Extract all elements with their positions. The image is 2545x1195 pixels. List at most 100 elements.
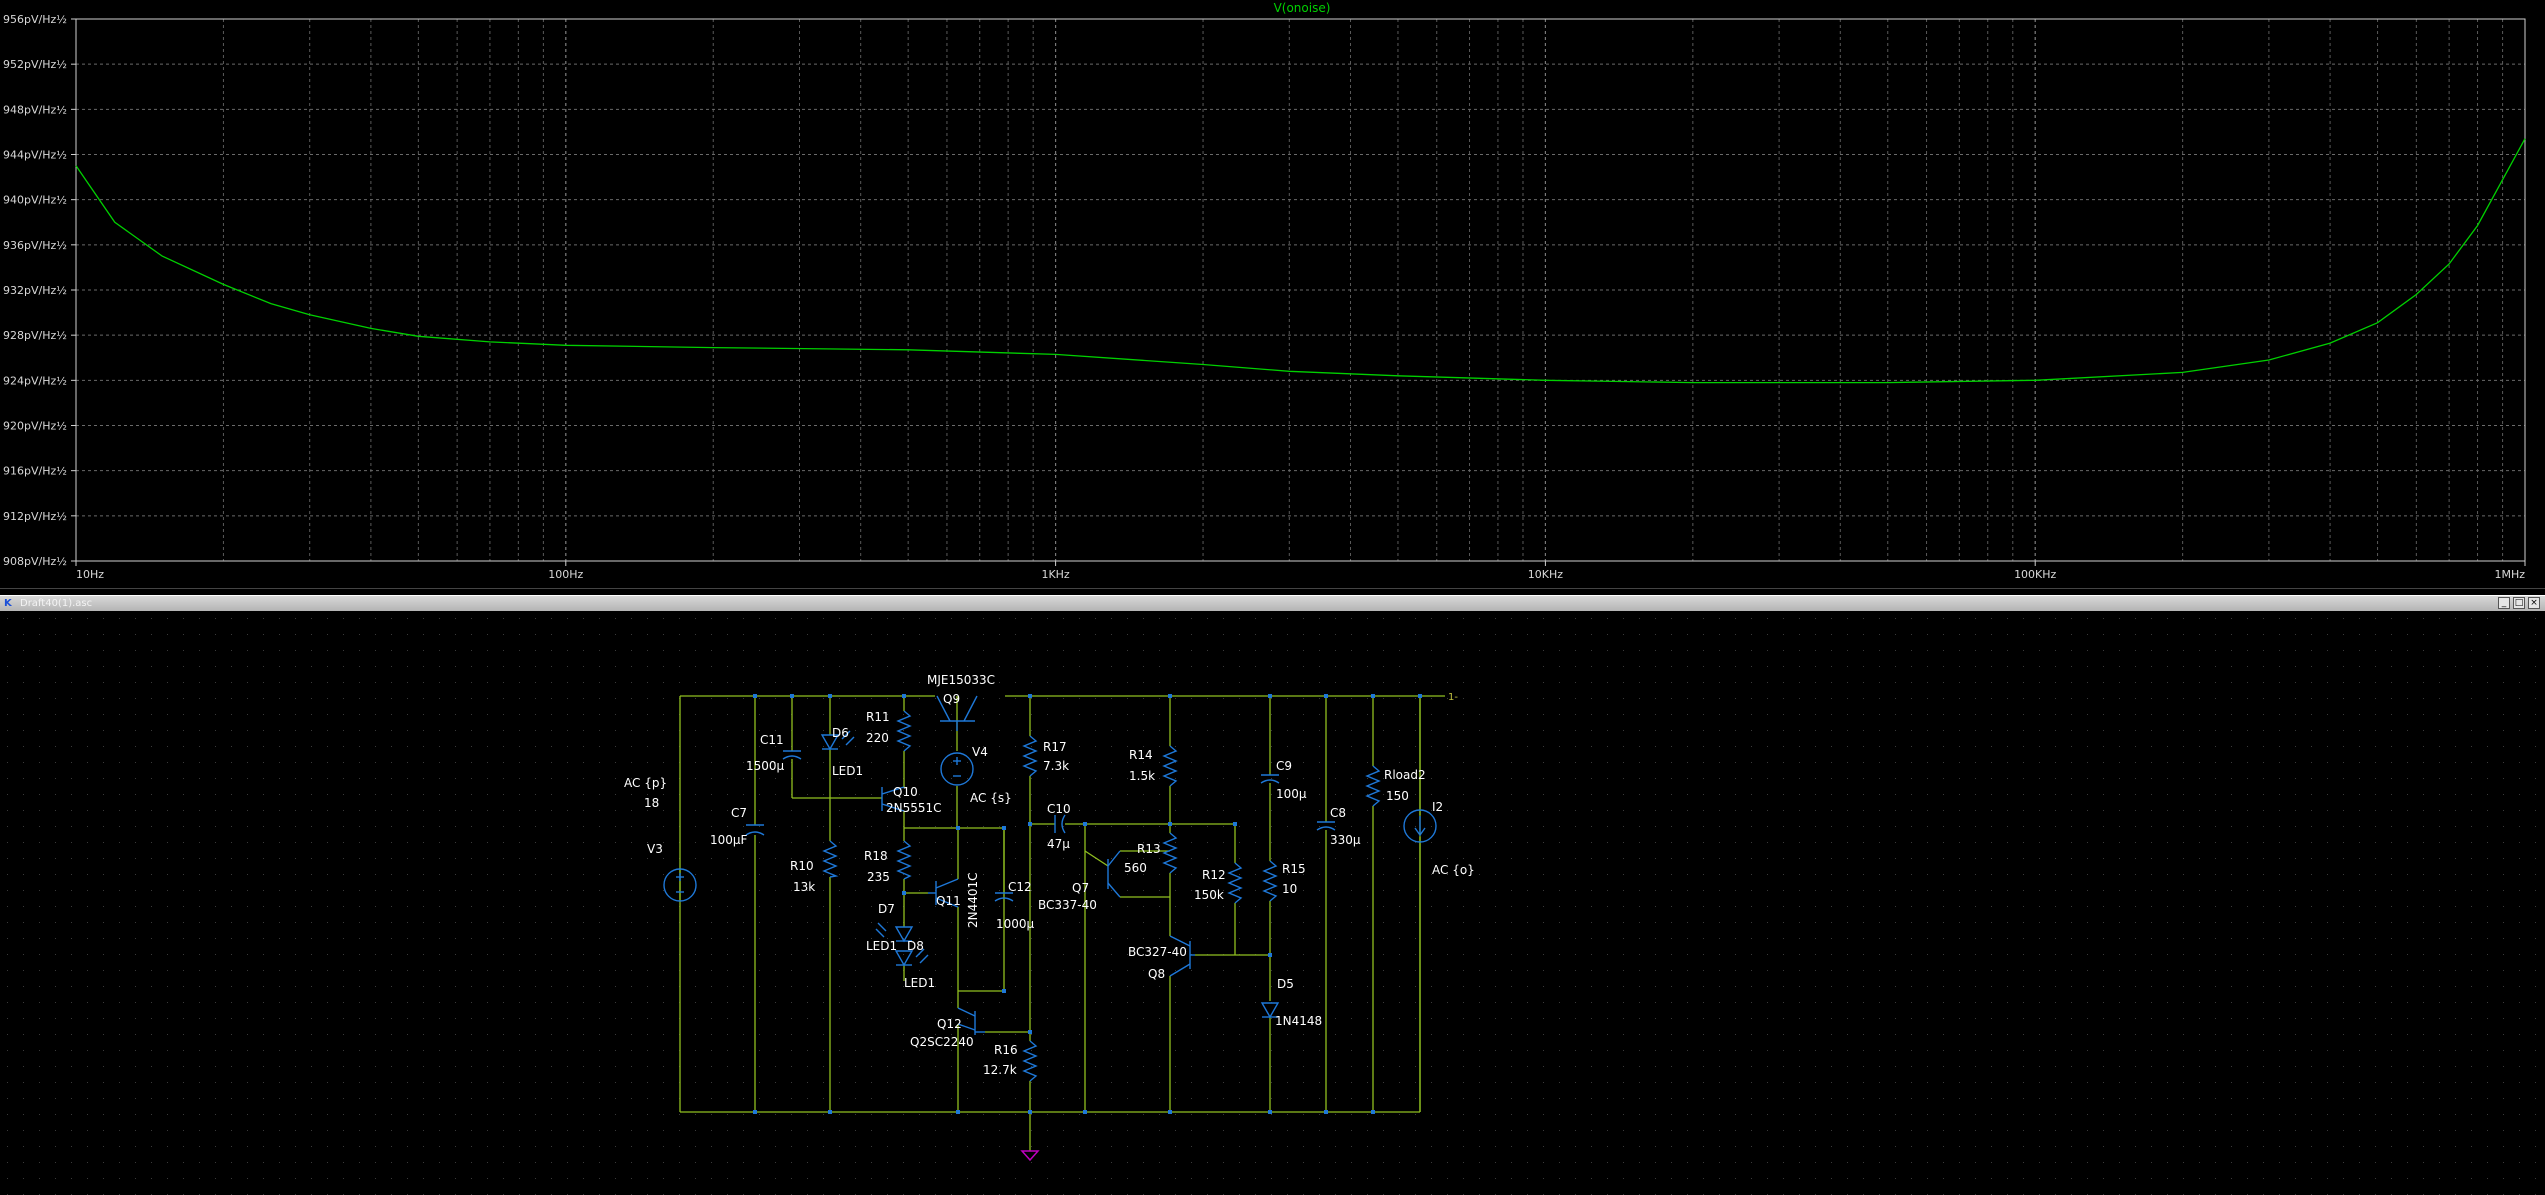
r15-symbol <box>1262 860 1278 902</box>
q7-type-label[interactable]: BC337-40 <box>1038 898 1097 912</box>
c8-name-label[interactable]: C8 <box>1330 806 1346 820</box>
d7-led-symbol <box>894 926 914 943</box>
schematic-editor[interactable]: MJE15033C Q9 R11 220 C11 1500µ D6 LED1 V… <box>0 611 2545 1195</box>
r17-symbol <box>1022 735 1038 777</box>
r17-name-label[interactable]: R17 <box>1043 740 1067 754</box>
r15-value-label[interactable]: 10 <box>1282 882 1297 896</box>
c10-name-label[interactable]: C10 <box>1047 802 1071 816</box>
d7-type-label[interactable]: LED1 <box>866 939 897 953</box>
wires[interactable] <box>679 695 1445 1151</box>
c11-value-label[interactable]: 1500µ <box>746 759 785 773</box>
ground-symbol[interactable] <box>1020 1150 1040 1162</box>
c12-name-label[interactable]: C12 <box>1008 880 1032 894</box>
schematic-canvas[interactable]: MJE15033C Q9 R11 220 C11 1500µ D6 LED1 V… <box>0 611 2545 1195</box>
q9-type-label[interactable]: MJE15033C <box>927 673 995 687</box>
r12-symbol <box>1227 862 1243 904</box>
q10-name-label[interactable]: Q10 <box>893 785 918 799</box>
trace-v-onoise[interactable] <box>75 138 2526 384</box>
y-tick-label: 916pV/Hz½ <box>3 465 67 478</box>
v3-source-symbol <box>663 868 697 902</box>
maximize-button[interactable]: □ <box>2513 597 2525 609</box>
r13-symbol <box>1162 832 1178 874</box>
d8-type-label[interactable]: LED1 <box>904 976 935 990</box>
v3-name-label[interactable]: V3 <box>647 842 663 856</box>
pane-divider[interactable] <box>0 588 2545 596</box>
y-tick-label: 928pV/Hz½ <box>3 329 67 342</box>
rload2-value-label[interactable]: 150 <box>1386 789 1409 803</box>
d7-name-label[interactable]: D7 <box>878 902 895 916</box>
x-tick-label: 1KHz <box>1041 568 1069 581</box>
q7-name-label[interactable]: Q7 <box>1072 881 1089 895</box>
c11-name-label[interactable]: C11 <box>760 733 784 747</box>
c10-value-label[interactable]: 47µ <box>1047 837 1070 851</box>
components[interactable] <box>663 695 1437 1082</box>
net-label[interactable]: 1- <box>1448 692 1458 703</box>
c9-name-label[interactable]: C9 <box>1276 759 1292 773</box>
y-tick-label: 924pV/Hz½ <box>3 374 67 387</box>
r18-name-label[interactable]: R18 <box>864 849 888 863</box>
rload2-name-label[interactable]: Rload2 <box>1384 768 1426 782</box>
d6-type-label[interactable]: LED1 <box>832 764 863 778</box>
q12-type-label[interactable]: Q2SC2240 <box>910 1035 974 1049</box>
q11-name-label[interactable]: Q11 <box>936 894 961 908</box>
r17-value-label[interactable]: 7.3k <box>1043 759 1069 773</box>
r11-name-label[interactable]: R11 <box>866 710 890 724</box>
r10-value-label[interactable]: 13k <box>793 880 815 894</box>
i2-value-label[interactable]: AC {o} <box>1432 863 1475 877</box>
c12-value-label[interactable]: 1000µ <box>996 917 1035 931</box>
y-tick-label: 912pV/Hz½ <box>3 510 67 523</box>
x-tick-label: 100Hz <box>548 568 583 581</box>
r12-value-label[interactable]: 150k <box>1194 888 1224 902</box>
y-tick-label: 940pV/Hz½ <box>3 194 67 207</box>
i2-name-label[interactable]: I2 <box>1432 800 1443 814</box>
q9-name-label[interactable]: Q9 <box>943 692 960 706</box>
r16-name-label[interactable]: R16 <box>994 1043 1018 1057</box>
schematic-title-bar[interactable]: K Draft40(1).asc _ □ × <box>0 595 2545 612</box>
d8-led-symbol <box>894 950 914 967</box>
v4-value-label[interactable]: AC {s} <box>970 791 1012 805</box>
y-axis-ticks: 956pV/Hz½952pV/Hz½948pV/Hz½944pV/Hz½940p… <box>3 13 76 568</box>
q8-name-label[interactable]: Q8 <box>1148 967 1165 981</box>
trace-label[interactable]: V(onoise) <box>1274 1 1331 15</box>
v4-source-symbol <box>940 752 974 786</box>
v3-dc-label[interactable]: 18 <box>644 796 659 810</box>
r12-name-label[interactable]: R12 <box>1202 868 1226 882</box>
r14-value-label[interactable]: 1.5k <box>1129 769 1155 783</box>
c8-value-label[interactable]: 330µ <box>1330 833 1361 847</box>
y-tick-label: 948pV/Hz½ <box>3 103 67 116</box>
y-tick-label: 908pV/Hz½ <box>3 555 67 568</box>
minimize-button[interactable]: _ <box>2498 597 2510 609</box>
d6-name-label[interactable]: D6 <box>832 726 849 740</box>
x-tick-label: 100KHz <box>2014 568 2056 581</box>
q8-type-label[interactable]: BC327-40 <box>1128 945 1187 959</box>
v3-ac-label[interactable]: AC {p} <box>624 776 667 790</box>
q11-type-label[interactable]: 2N4401C <box>966 872 980 928</box>
r11-value-label[interactable]: 220 <box>866 731 889 745</box>
r14-name-label[interactable]: R14 <box>1129 748 1153 762</box>
y-tick-label: 944pV/Hz½ <box>3 149 67 162</box>
close-button[interactable]: × <box>2528 597 2540 609</box>
y-tick-label: 932pV/Hz½ <box>3 284 67 297</box>
r10-name-label[interactable]: R10 <box>790 859 814 873</box>
v4-name-label[interactable]: V4 <box>972 745 988 759</box>
q10-type-label[interactable]: 2N5551C <box>886 801 942 815</box>
d5-name-label[interactable]: D5 <box>1277 977 1294 991</box>
c7-value-label[interactable]: 100µF <box>710 833 748 847</box>
r15-name-label[interactable]: R15 <box>1282 862 1306 876</box>
y-tick-label: 920pV/Hz½ <box>3 420 67 433</box>
d5-type-label[interactable]: 1N4148 <box>1275 1014 1322 1028</box>
c7-name-label[interactable]: C7 <box>731 806 747 820</box>
c9-value-label[interactable]: 100µ <box>1276 787 1307 801</box>
r13-value-label[interactable]: 560 <box>1124 861 1147 875</box>
r18-value-label[interactable]: 235 <box>867 870 890 884</box>
r16-value-label[interactable]: 12.7k <box>983 1063 1017 1077</box>
x-tick-label: 10KHz <box>1528 568 1563 581</box>
y-tick-label: 936pV/Hz½ <box>3 239 67 252</box>
q12-name-label[interactable]: Q12 <box>937 1017 962 1031</box>
r13-name-label[interactable]: R13 <box>1137 842 1161 856</box>
x-tick-label: 10Hz <box>76 568 104 581</box>
d8-name-label[interactable]: D8 <box>907 939 924 953</box>
noise-plot[interactable]: 956pV/Hz½952pV/Hz½948pV/Hz½944pV/Hz½940p… <box>0 0 2545 588</box>
